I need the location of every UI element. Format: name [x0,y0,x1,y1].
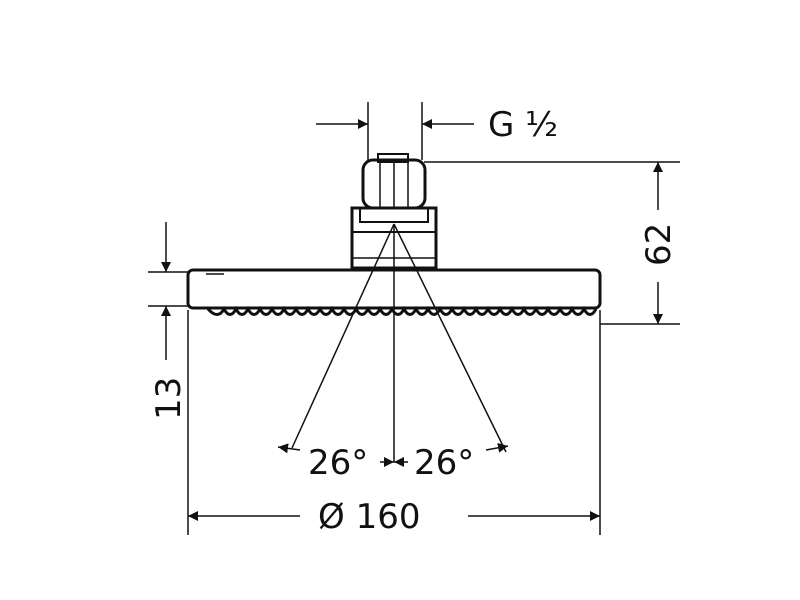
height-dimension: 62 [424,161,680,325]
angle-right-label: 26° [414,443,474,483]
nozzle-row [206,305,598,316]
height-label: 62 [639,223,679,266]
thread-dimension: G ½ [316,102,558,160]
connector-nut [361,153,427,210]
thickness-dimension: 13 [148,222,190,420]
thread-label: G ½ [488,105,558,145]
spray-lines [291,223,507,462]
diameter-dimension: Ø 160 [187,310,601,537]
angle-dimension: 26° 26° [277,442,509,483]
nozzle-wave [206,305,598,316]
angle-left-label: 26° [308,443,368,483]
diameter-label: Ø 160 [318,497,420,537]
thickness-label: 13 [149,377,189,420]
